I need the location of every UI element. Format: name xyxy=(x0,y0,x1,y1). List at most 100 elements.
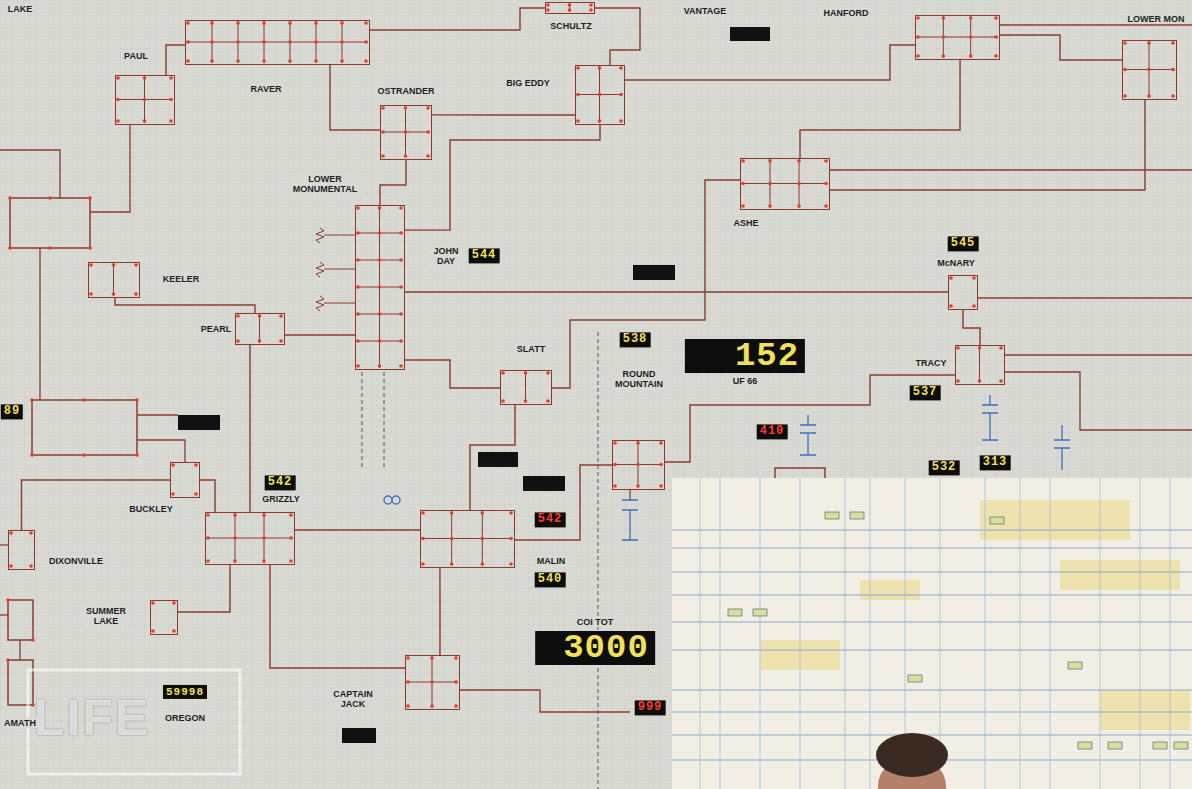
transmission-line xyxy=(439,568,440,655)
breaker-dot xyxy=(364,59,368,63)
breaker-dot xyxy=(258,339,262,343)
breaker-dot xyxy=(172,629,176,633)
breaker-dot xyxy=(741,159,745,163)
breaker-dot xyxy=(659,484,663,488)
breaker-dot xyxy=(1123,94,1127,98)
breaker-dot xyxy=(151,629,155,633)
station-name: TRACY xyxy=(915,358,948,368)
transmission-line xyxy=(800,60,960,158)
breaker-dot xyxy=(356,206,360,210)
breaker-dot xyxy=(116,98,120,102)
inset-photo xyxy=(850,512,864,519)
breaker-dot xyxy=(481,562,485,566)
wire xyxy=(0,544,8,545)
breaker-dot xyxy=(524,371,528,375)
breaker-dot xyxy=(546,371,550,375)
breaker-dot xyxy=(233,513,237,517)
breaker-dot xyxy=(48,196,52,200)
breaker-dot xyxy=(134,292,138,296)
breaker-dot xyxy=(994,35,998,39)
breaker-dot xyxy=(636,463,640,467)
breaker-dot xyxy=(135,453,139,457)
breaker-dot xyxy=(426,154,430,158)
transmission-line xyxy=(178,565,230,612)
breaker-dot xyxy=(972,276,976,280)
bus-line xyxy=(741,183,828,184)
resistor-symbol xyxy=(316,228,355,311)
breaker-dot xyxy=(210,40,214,44)
station-name: PAUL xyxy=(123,51,149,61)
breaker-dot xyxy=(143,76,147,80)
breaker-dot xyxy=(262,21,266,25)
inset-photo xyxy=(753,609,767,616)
breaker-dot xyxy=(262,40,266,44)
transmission-line xyxy=(1000,35,1122,60)
breaker-dot xyxy=(186,40,190,44)
substation-box: SCHULTZ xyxy=(545,2,595,14)
transmission-line xyxy=(166,45,185,75)
breaker-array xyxy=(501,371,550,403)
substation-box: RAVER xyxy=(185,20,370,65)
inset-photo xyxy=(980,500,1130,540)
breaker-dot xyxy=(741,204,745,208)
breaker-dot xyxy=(999,346,1003,350)
transmission-line xyxy=(665,375,955,462)
breaker-dot xyxy=(262,536,266,540)
state-name: OREGON xyxy=(164,713,206,723)
breaker-dot xyxy=(356,339,360,343)
breaker-dot xyxy=(169,76,173,80)
breaker-dot xyxy=(30,453,34,457)
breaker-dot xyxy=(169,98,173,102)
resistor-symbol xyxy=(316,262,355,277)
breaker-dot xyxy=(48,246,52,250)
transformer-symbol xyxy=(800,415,816,455)
breaker-dot xyxy=(399,312,403,316)
breaker-dot xyxy=(501,399,505,403)
breaker-dot xyxy=(399,231,403,235)
inset-photo xyxy=(700,478,1170,789)
transmission-line xyxy=(595,8,640,65)
breaker-dot xyxy=(399,364,403,368)
breaker-dot xyxy=(356,312,360,316)
breaker-dot xyxy=(356,231,360,235)
breaker-dot xyxy=(262,559,266,563)
transmission-line xyxy=(370,8,545,30)
breaker-dot xyxy=(233,536,237,540)
breaker-dot xyxy=(8,246,12,250)
breaker-dot xyxy=(314,40,318,44)
transformer-symbol xyxy=(392,496,400,504)
substation-box: MALIN xyxy=(420,510,515,568)
substation-box: HANFORD xyxy=(915,15,1000,60)
station-name: AMATH xyxy=(3,718,37,728)
breaker-dot xyxy=(381,106,385,110)
breaker-array xyxy=(956,346,1003,383)
breaker-dot xyxy=(589,3,593,7)
inset-photo xyxy=(728,609,742,616)
substation-box: LOWER MON xyxy=(1122,40,1177,100)
breaker-dot xyxy=(289,536,293,540)
transmission-line xyxy=(830,100,1145,190)
substation-box: CAPTAIN JACK xyxy=(405,655,460,710)
transformer-symbol xyxy=(622,500,638,540)
substation-box: SUMMER LAKE xyxy=(150,600,178,635)
breaker-dot xyxy=(546,399,550,403)
blank-display xyxy=(342,728,376,743)
substation-box: BUCKLEY xyxy=(170,462,200,498)
unnamed-station-box xyxy=(8,600,33,640)
breaker-dot xyxy=(378,312,382,316)
breaker-array xyxy=(186,21,368,63)
breaker-dot xyxy=(972,304,976,308)
transmission-line xyxy=(405,125,600,230)
substation-box: SLATT xyxy=(500,370,552,405)
breaker-dot xyxy=(169,119,173,123)
breaker-dot xyxy=(426,130,430,134)
breaker-dot xyxy=(404,154,408,158)
breaker-dot xyxy=(576,119,580,123)
breaker-array xyxy=(9,531,33,568)
transmission-line xyxy=(515,465,612,540)
breaker-dot xyxy=(450,511,454,515)
transmission-line xyxy=(405,360,500,388)
wire xyxy=(1005,354,1192,355)
wire xyxy=(830,169,1192,170)
wire xyxy=(1005,372,1192,430)
